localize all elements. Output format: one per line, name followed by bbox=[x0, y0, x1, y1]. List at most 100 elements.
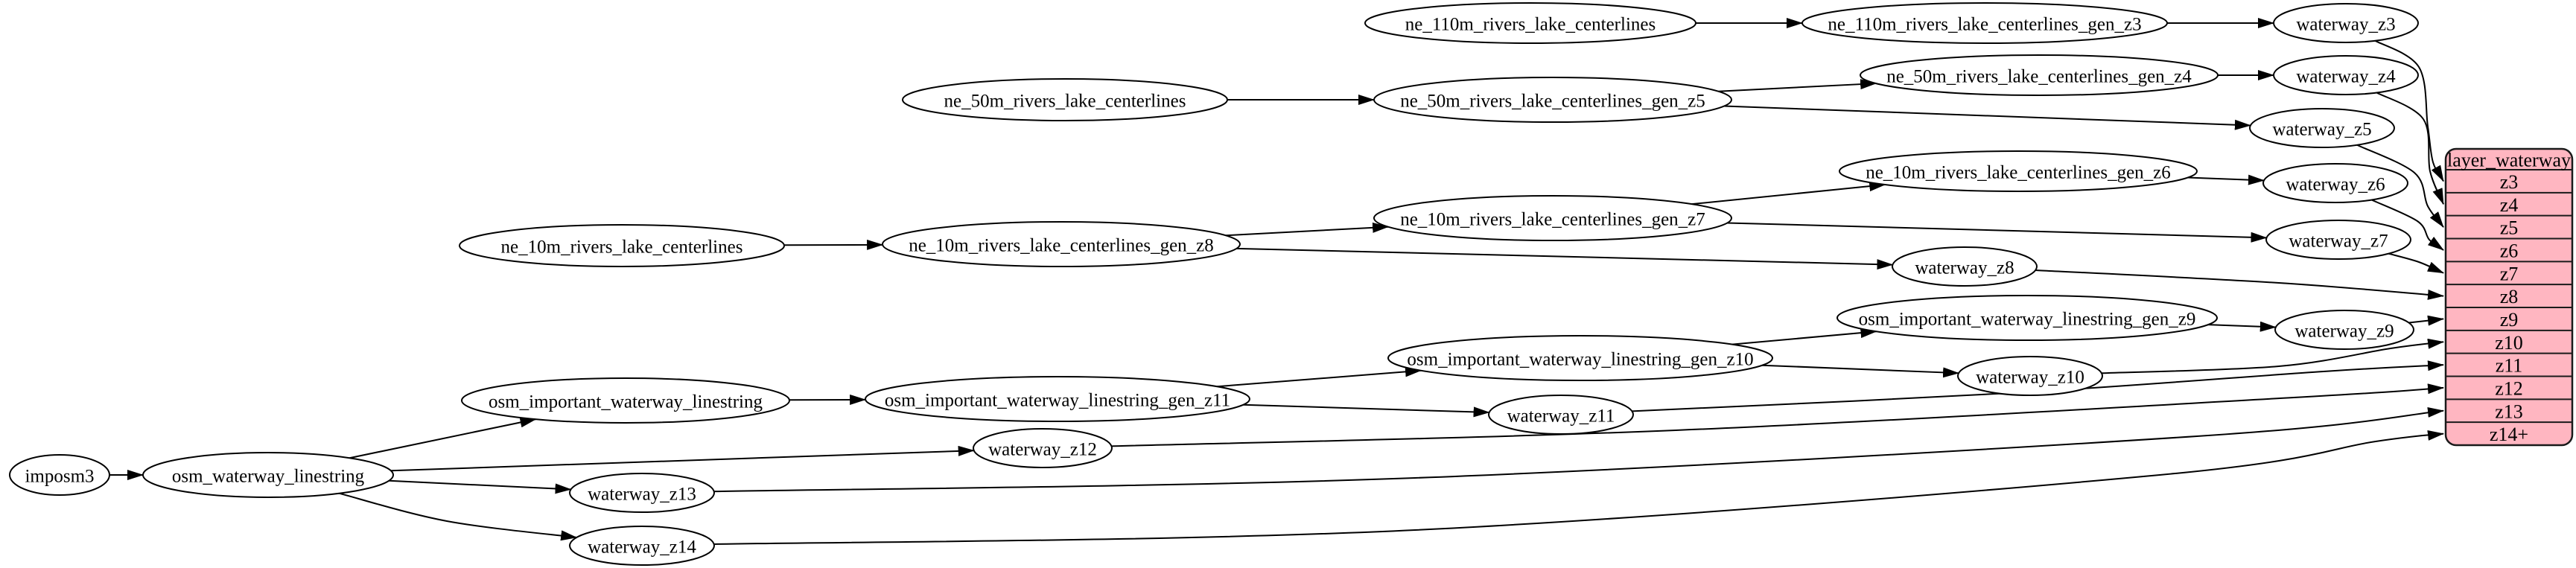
node-ellipse-waterway_z4 bbox=[2273, 55, 2419, 95]
record-row-z11: z11 bbox=[2496, 355, 2523, 377]
node-waterway_z12: waterway_z12 bbox=[973, 428, 1113, 468]
node-ellipse-ne_50m_rivers_lake_centerlines_gen_z5 bbox=[1373, 77, 1732, 123]
node-ellipse-imposm3 bbox=[9, 454, 110, 496]
node-waterway_z11: waterway_z11 bbox=[1488, 395, 1634, 435]
node-label-waterway_z12: waterway_z12 bbox=[988, 440, 1097, 460]
node-label-waterway_z6: waterway_z6 bbox=[2286, 175, 2385, 195]
node-ellipse-osm_important_waterway_linestring_gen_z10 bbox=[1387, 335, 1773, 381]
record-row-z8: z8 bbox=[2500, 286, 2519, 307]
record-row-z4: z4 bbox=[2500, 194, 2519, 216]
record-row-z12: z12 bbox=[2495, 377, 2523, 399]
node-ellipse-osm_important_waterway_linestring_gen_z11 bbox=[865, 376, 1250, 422]
node-ellipse-waterway_z14 bbox=[569, 526, 715, 566]
node-label-imposm3: imposm3 bbox=[25, 467, 94, 487]
edge-waterway_z9-to-layer-z9 bbox=[2408, 315, 2444, 326]
edge-osm_waterway_linestring-to-waterway_z14 bbox=[339, 492, 578, 541]
node-label-ne_10m_rivers_lake_centerlines_gen_z8: ne_10m_rivers_lake_centerlines_gen_z8 bbox=[909, 236, 1214, 256]
edge-osm_important_waterway_linestring_gen_z11-to-waterway_z11 bbox=[1243, 403, 1490, 418]
record-row-z10: z10 bbox=[2495, 332, 2523, 354]
node-waterway_z10: waterway_z10 bbox=[1957, 356, 2103, 396]
node-ellipse-waterway_z8 bbox=[1892, 246, 2038, 287]
node-waterway_z8: waterway_z8 bbox=[1892, 246, 2038, 287]
record-row-z14+: z14+ bbox=[2490, 424, 2528, 445]
node-waterway_z6: waterway_z6 bbox=[2262, 163, 2408, 203]
node-ellipse-osm_important_waterway_linestring bbox=[461, 377, 790, 424]
node-ne_110m_rivers_lake_centerlines_gen_z3: ne_110m_rivers_lake_centerlines_gen_z3 bbox=[1801, 2, 2168, 44]
edge-waterway_z11-to-layer-z11 bbox=[1632, 360, 2444, 412]
node-label-waterway_z4: waterway_z4 bbox=[2296, 67, 2396, 87]
node-ellipse-waterway_z6 bbox=[2262, 163, 2408, 203]
node-osm_important_waterway_linestring_gen_z10: osm_important_waterway_linestring_gen_z1… bbox=[1387, 335, 1773, 381]
node-ellipse-ne_50m_rivers_lake_centerlines_gen_z4 bbox=[1860, 54, 2219, 96]
node-ellipse-waterway_z13 bbox=[569, 473, 715, 513]
edge-ne_10m_rivers_lake_centerlines_gen_z7-to-ne_10m_rivers_lake_centerlines_gen_z6 bbox=[1691, 181, 1886, 205]
node-label-waterway_z13: waterway_z13 bbox=[588, 485, 696, 505]
record-background bbox=[2444, 147, 2574, 447]
node-ne_10m_rivers_lake_centerlines_gen_z8: ne_10m_rivers_lake_centerlines_gen_z8 bbox=[882, 221, 1241, 267]
node-label-osm_important_waterway_linestring: osm_important_waterway_linestring bbox=[489, 392, 763, 412]
node-label-waterway_z11: waterway_z11 bbox=[1507, 406, 1615, 427]
node-label-waterway_z3: waterway_z3 bbox=[2296, 15, 2395, 35]
node-label-waterway_z9: waterway_z9 bbox=[2294, 322, 2394, 342]
node-label-ne_110m_rivers_lake_centerlines: ne_110m_rivers_lake_centerlines bbox=[1405, 15, 1656, 35]
node-label-ne_10m_rivers_lake_centerlines_gen_z7: ne_10m_rivers_lake_centerlines_gen_z7 bbox=[1400, 210, 1705, 230]
node-waterway_z3: waterway_z3 bbox=[2273, 3, 2419, 43]
edge-waterway_z4-to-layer-z4 bbox=[2376, 92, 2444, 205]
record-layer: layer_waterwayz3z4z5z6z7z8z9z10z11z12z13… bbox=[2444, 147, 2574, 447]
edge-osm_waterway_linestring-to-osm_important_waterway_linestring bbox=[349, 417, 537, 459]
edge-ne_10m_rivers_lake_centerlines_gen_z8-to-waterway_z8 bbox=[1236, 247, 1894, 270]
node-ne_10m_rivers_lake_centerlines_gen_z7: ne_10m_rivers_lake_centerlines_gen_z7 bbox=[1373, 195, 1732, 241]
node-label-waterway_z7: waterway_z7 bbox=[2289, 232, 2388, 252]
edge-ne_10m_rivers_lake_centerlines_gen_z8-to-ne_10m_rivers_lake_centerlines_gen_z7 bbox=[1225, 222, 1390, 237]
edge-ne_10m_rivers_lake_centerlines_gen_z6-to-waterway_z6 bbox=[2187, 174, 2265, 185]
node-ne_10m_rivers_lake_centerlines: ne_10m_rivers_lake_centerlines bbox=[459, 224, 785, 267]
node-ne_110m_rivers_lake_centerlines: ne_110m_rivers_lake_centerlines bbox=[1364, 2, 1696, 44]
edge-waterway_z3-to-layer-z3 bbox=[2374, 39, 2444, 182]
record-row-z3: z3 bbox=[2500, 171, 2519, 193]
node-waterway_z4: waterway_z4 bbox=[2273, 55, 2419, 95]
node-ellipse-waterway_z9 bbox=[2274, 310, 2414, 350]
node-waterway_z14: waterway_z14 bbox=[569, 526, 715, 566]
node-osm_important_waterway_linestring_gen_z11: osm_important_waterway_linestring_gen_z1… bbox=[865, 376, 1250, 422]
edge-osm_important_waterway_linestring_gen_z10-to-waterway_z10 bbox=[1762, 364, 1960, 378]
edge-osm_important_waterway_linestring_gen_z10-to-osm_important_waterway_linestring_gen_z9 bbox=[1731, 328, 1877, 345]
edge-waterway_z5-to-layer-z5 bbox=[2356, 144, 2444, 228]
node-label-osm_important_waterway_linestring_gen_z11: osm_important_waterway_linestring_gen_z1… bbox=[885, 391, 1230, 411]
node-ellipse-osm_important_waterway_linestring_gen_z9 bbox=[1836, 295, 2218, 341]
node-ellipse-ne_50m_rivers_lake_centerlines bbox=[902, 78, 1228, 121]
node-label-waterway_z10: waterway_z10 bbox=[1976, 368, 2084, 388]
node-label-ne_50m_rivers_lake_centerlines: ne_50m_rivers_lake_centerlines bbox=[944, 92, 1186, 112]
edge-osm_important_waterway_linestring_gen_z11-to-osm_important_waterway_linestring_gen_z10 bbox=[1216, 366, 1422, 388]
node-ellipse-ne_10m_rivers_lake_centerlines_gen_z7 bbox=[1373, 195, 1732, 241]
node-osm_important_waterway_linestring_gen_z9: osm_important_waterway_linestring_gen_z9 bbox=[1836, 295, 2218, 341]
node-ellipse-ne_10m_rivers_lake_centerlines bbox=[459, 224, 785, 267]
record-title: layer_waterway bbox=[2447, 150, 2571, 171]
node-label-ne_110m_rivers_lake_centerlines_gen_z3: ne_110m_rivers_lake_centerlines_gen_z3 bbox=[1828, 15, 2141, 35]
edge-osm_important_waterway_linestring_gen_z9-to-waterway_z9 bbox=[2207, 321, 2277, 332]
node-waterway_z7: waterway_z7 bbox=[2265, 220, 2411, 260]
record-layer-waterway: layer_waterwayz3z4z5z6z7z8z9z10z11z12z13… bbox=[2444, 147, 2574, 447]
node-waterway_z5: waterway_z5 bbox=[2249, 108, 2395, 148]
edge-waterway_z13-to-layer-z13 bbox=[713, 406, 2444, 493]
edge-ne_50m_rivers_lake_centerlines_gen_z5-to-waterway_z5 bbox=[1724, 105, 2251, 130]
node-ellipse-ne_10m_rivers_lake_centerlines_gen_z6 bbox=[1839, 150, 2198, 192]
edge-waterway_z14-to-layer-z14+ bbox=[713, 430, 2444, 546]
node-ellipse-waterway_z7 bbox=[2265, 220, 2411, 260]
node-ellipse-ne_10m_rivers_lake_centerlines_gen_z8 bbox=[882, 221, 1241, 267]
edge-osm_waterway_linestring-to-waterway_z13 bbox=[389, 479, 572, 494]
node-ne_50m_rivers_lake_centerlines_gen_z5: ne_50m_rivers_lake_centerlines_gen_z5 bbox=[1373, 77, 1732, 123]
node-label-osm_important_waterway_linestring_gen_z10: osm_important_waterway_linestring_gen_z1… bbox=[1407, 350, 1753, 370]
edges-layer bbox=[109, 18, 2444, 546]
node-label-osm_important_waterway_linestring_gen_z9: osm_important_waterway_linestring_gen_z9 bbox=[1859, 310, 2196, 330]
node-ellipse-ne_110m_rivers_lake_centerlines bbox=[1364, 2, 1696, 44]
node-waterway_z13: waterway_z13 bbox=[569, 473, 715, 513]
node-label-waterway_z8: waterway_z8 bbox=[1915, 258, 2014, 278]
node-label-ne_50m_rivers_lake_centerlines_gen_z4: ne_50m_rivers_lake_centerlines_gen_z4 bbox=[1886, 67, 2192, 87]
node-ne_50m_rivers_lake_centerlines: ne_50m_rivers_lake_centerlines bbox=[902, 78, 1228, 121]
node-ellipse-waterway_z3 bbox=[2273, 3, 2419, 43]
node-label-waterway_z5: waterway_z5 bbox=[2272, 120, 2371, 140]
edge-waterway_z12-to-layer-z12 bbox=[1111, 383, 2444, 447]
node-ne_10m_rivers_lake_centerlines_gen_z6: ne_10m_rivers_lake_centerlines_gen_z6 bbox=[1839, 150, 2198, 192]
